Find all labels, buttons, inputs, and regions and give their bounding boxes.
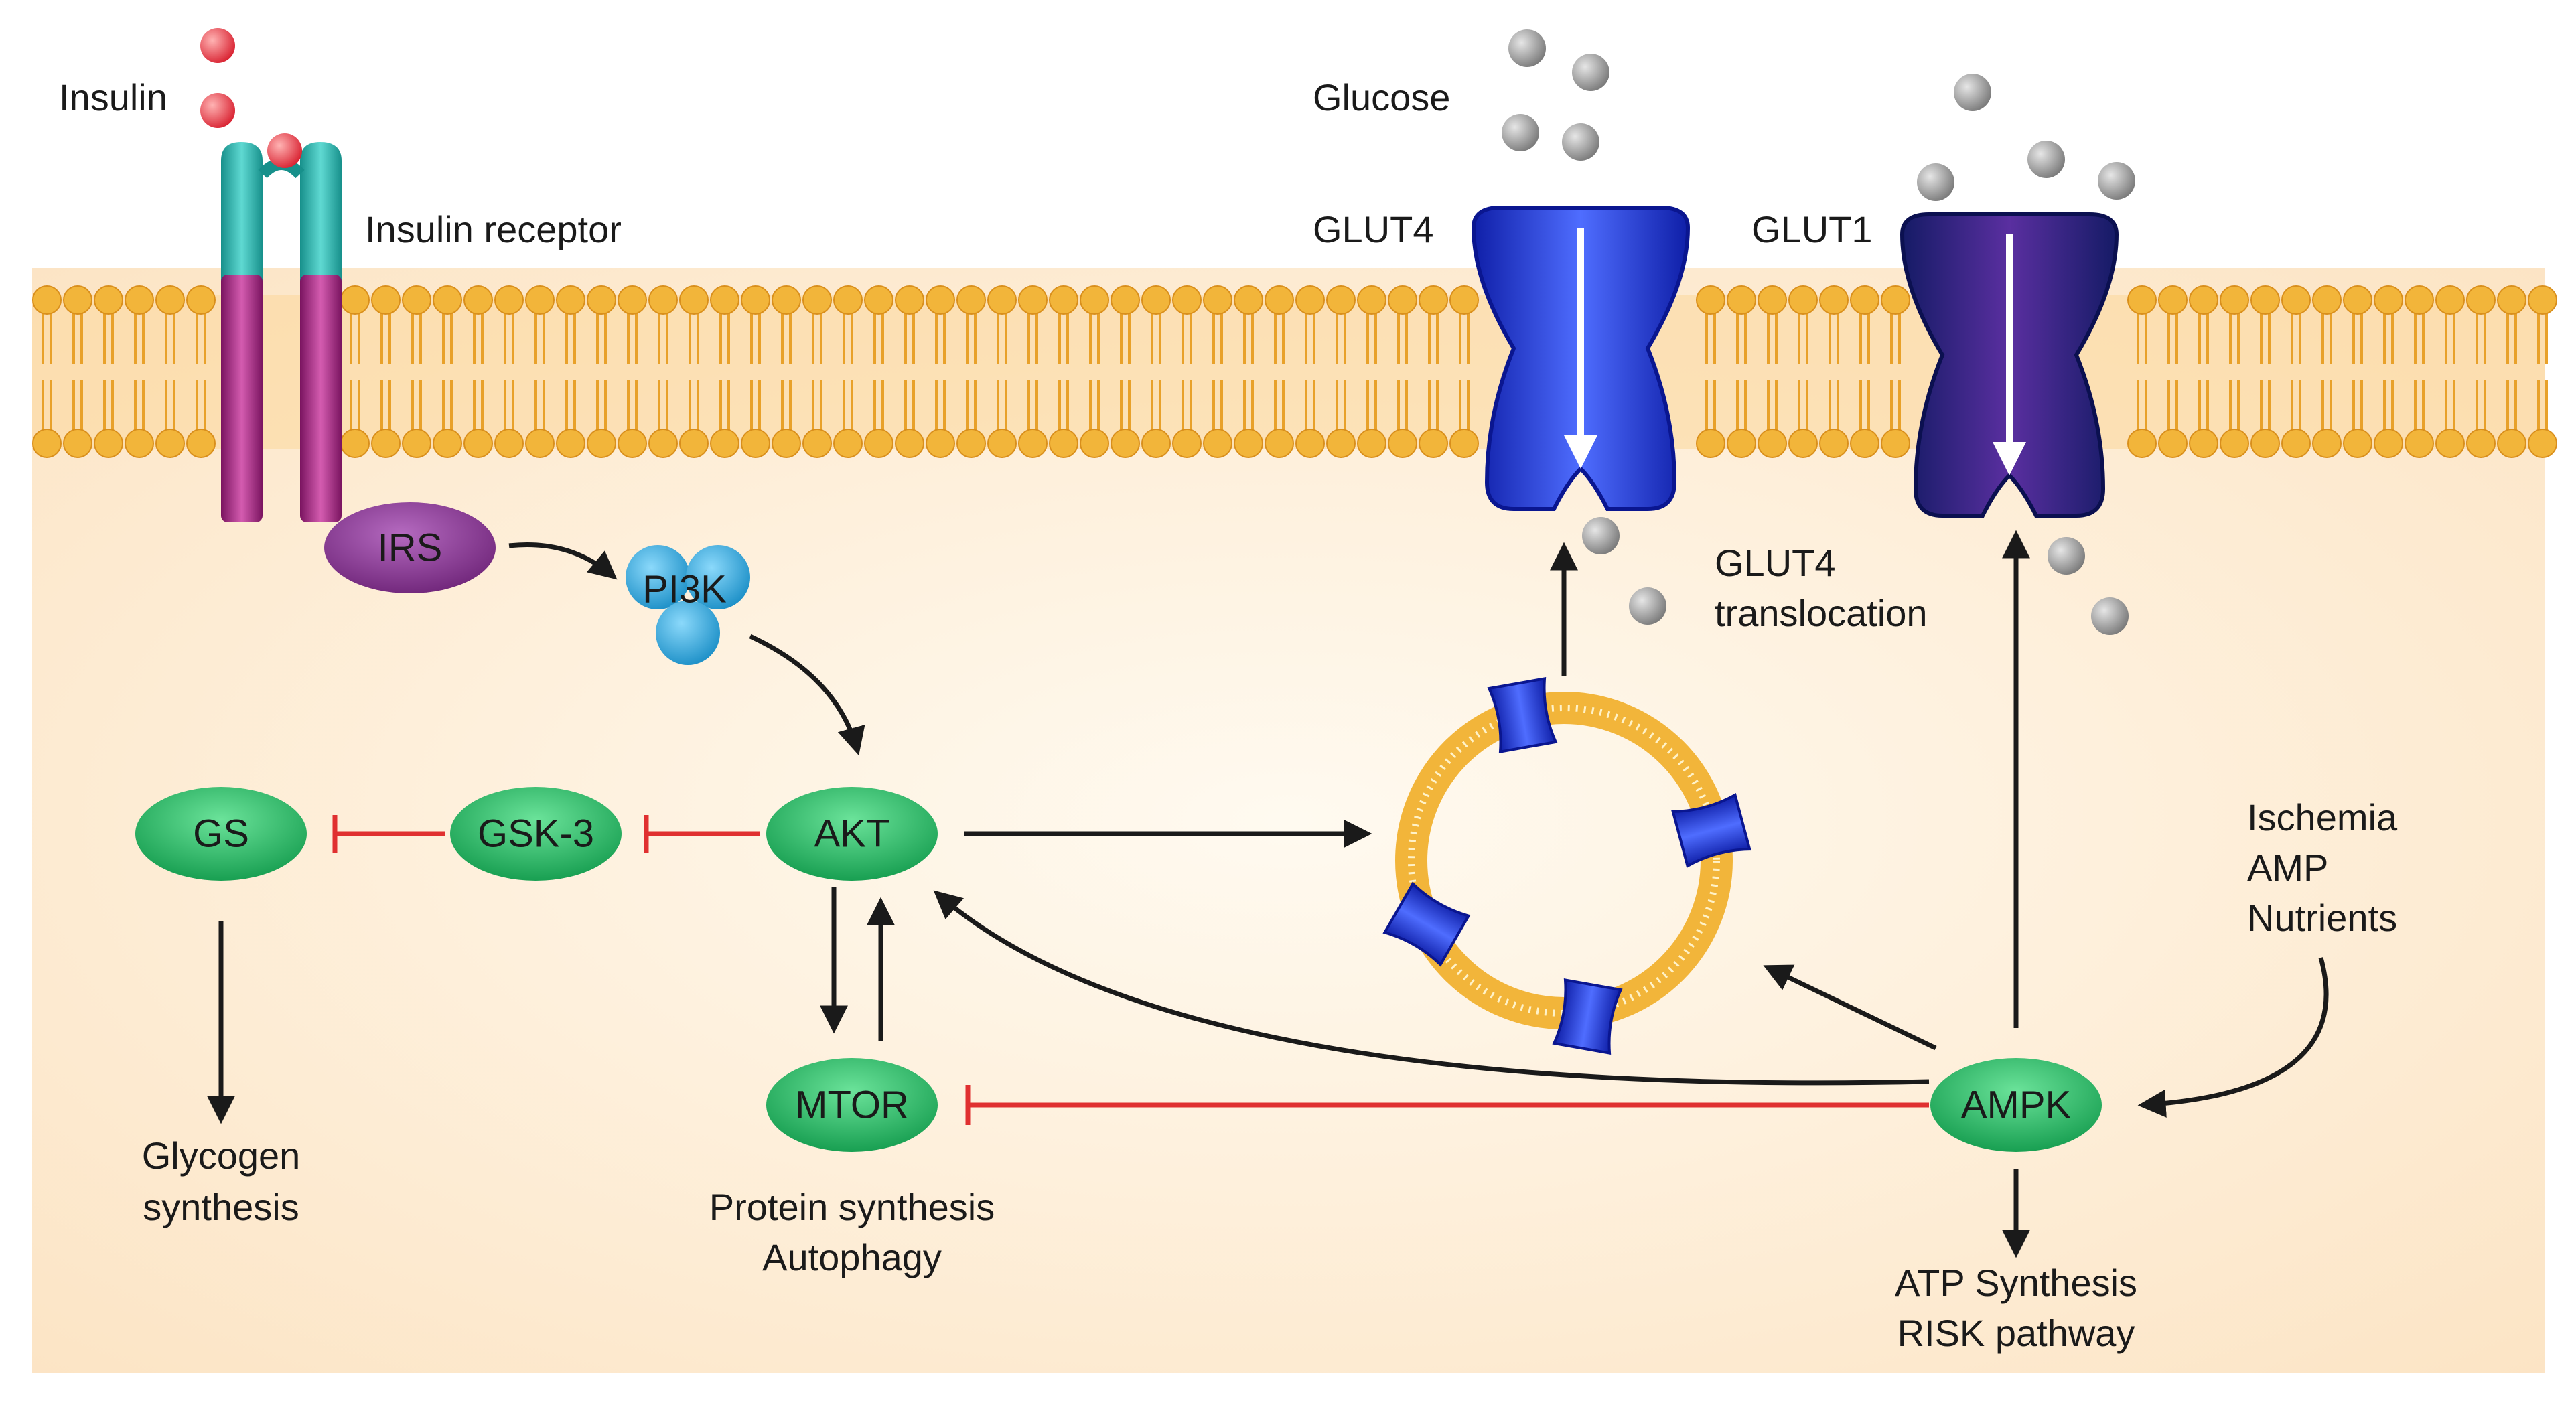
glut1-transporter bbox=[1900, 212, 2119, 518]
glucose-molecule bbox=[1917, 163, 1954, 201]
glucose-molecule bbox=[1582, 517, 1620, 554]
glycogen-label-2: synthesis bbox=[143, 1186, 299, 1228]
glucose-molecule bbox=[1502, 114, 1539, 151]
gsk3-label: GSK-3 bbox=[478, 812, 594, 856]
glucose-molecules bbox=[1502, 29, 2135, 635]
ampk-label: AMPK bbox=[1961, 1084, 2072, 1127]
ampk-node: AMPK bbox=[1930, 1058, 2102, 1152]
glucose-molecule bbox=[2048, 537, 2085, 575]
autophagy-label: Autophagy bbox=[762, 1236, 942, 1278]
gs-label: GS bbox=[193, 812, 249, 856]
insulin-receptor bbox=[221, 142, 342, 522]
glut4-translocation-label-1: GLUT4 bbox=[1715, 542, 1836, 584]
glucose-molecule bbox=[1508, 29, 1546, 67]
arrow-ampk-to-akt bbox=[933, 890, 1930, 1086]
insulin-molecule bbox=[200, 28, 235, 63]
diagram-labels: Insulin Insulin receptor Glucose GLUT4 G… bbox=[59, 76, 2398, 1354]
insulin-receptor-label: Insulin receptor bbox=[365, 208, 622, 250]
cell-membrane bbox=[32, 285, 2557, 458]
inhibition-lines bbox=[332, 815, 1929, 1125]
arrow-ampk-to-vesicle bbox=[1763, 964, 1937, 1051]
glut4-vesicle bbox=[1382, 677, 1751, 1055]
irs-label: IRS bbox=[378, 526, 443, 570]
glucose-molecule bbox=[1954, 74, 1991, 111]
irs-node: IRS bbox=[324, 502, 496, 593]
glut4-label: GLUT4 bbox=[1313, 208, 1434, 250]
amp-label: AMP bbox=[2247, 846, 2328, 889]
glut4-translocation-label-2: translocation bbox=[1715, 592, 1928, 634]
insulin-molecules bbox=[200, 28, 302, 168]
arrow-irs-to-pi3k bbox=[508, 542, 618, 580]
pi3k-label: PI3K bbox=[642, 568, 727, 611]
glucose-molecule bbox=[2091, 597, 2129, 635]
arrow-pi3k-to-akt bbox=[749, 634, 865, 756]
glucose-molecule bbox=[1572, 54, 1609, 91]
insulin-label: Insulin bbox=[59, 76, 167, 119]
nutrients-label: Nutrients bbox=[2247, 897, 2397, 939]
gsk3-node: GSK-3 bbox=[450, 787, 622, 881]
vesicle-glut4 bbox=[1487, 677, 1558, 753]
activation-arrows bbox=[207, 530, 2329, 1258]
glucose-molecule bbox=[1629, 587, 1666, 625]
insulin-molecule bbox=[200, 93, 235, 128]
glucose-molecule bbox=[2027, 141, 2065, 178]
glut4-transporter bbox=[1471, 206, 1691, 511]
protein-synthesis-label: Protein synthesis bbox=[709, 1186, 995, 1228]
glycogen-label-1: Glycogen bbox=[142, 1134, 301, 1177]
vesicle-glut4 bbox=[1671, 793, 1751, 868]
glucose-label: Glucose bbox=[1313, 76, 1450, 119]
glut1-label: GLUT1 bbox=[1751, 208, 1873, 250]
vesicle-glut4 bbox=[1552, 978, 1623, 1055]
ischemia-label: Ischemia bbox=[2247, 796, 2398, 838]
akt-label: AKT bbox=[814, 812, 890, 856]
risk-pathway-label: RISK pathway bbox=[1898, 1312, 2135, 1354]
arrow-stimuli-to-ampk bbox=[2137, 957, 2329, 1118]
mtor-node: MTOR bbox=[766, 1058, 938, 1152]
glucose-molecule bbox=[1562, 123, 1599, 161]
pi3k-node: PI3K bbox=[626, 545, 750, 665]
glucose-molecule bbox=[2098, 162, 2135, 200]
inhibit-ampk-mtor bbox=[965, 1085, 1929, 1125]
inhibit-akt-gsk3 bbox=[644, 815, 760, 853]
mtor-label: MTOR bbox=[795, 1084, 909, 1127]
insulin-molecule bbox=[267, 133, 302, 168]
inhibit-gsk3-gs bbox=[332, 815, 445, 853]
akt-node: AKT bbox=[766, 787, 938, 881]
vesicle-glut4 bbox=[1382, 881, 1471, 967]
atp-synthesis-label: ATP Synthesis bbox=[1895, 1262, 2137, 1304]
gs-node: GS bbox=[135, 787, 307, 881]
